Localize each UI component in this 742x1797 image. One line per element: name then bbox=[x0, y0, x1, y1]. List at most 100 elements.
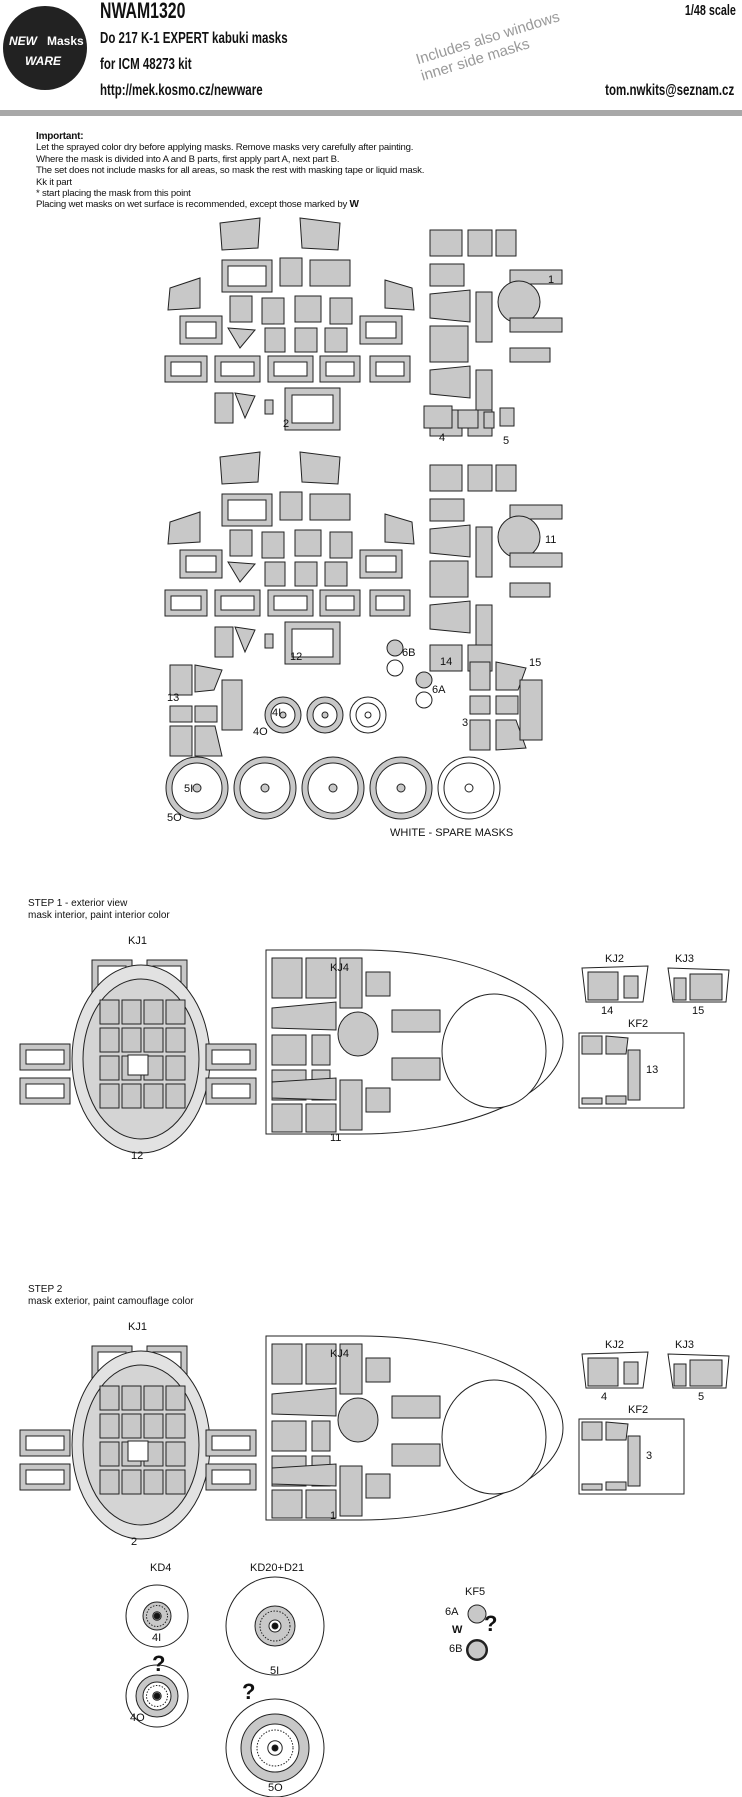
mask-frame bbox=[369, 589, 411, 617]
mask-frame bbox=[205, 1463, 257, 1491]
mask-piece bbox=[127, 1440, 149, 1462]
part-label: 15 bbox=[529, 657, 542, 669]
mask-piece bbox=[475, 604, 493, 646]
mask-piece bbox=[469, 695, 491, 715]
mask-piece bbox=[167, 277, 201, 311]
mask-piece bbox=[475, 369, 493, 411]
hub-spokes bbox=[146, 1685, 168, 1707]
mask-piece bbox=[121, 1083, 142, 1109]
mask-piece bbox=[339, 1079, 363, 1131]
mask-piece bbox=[234, 626, 256, 654]
newware-logo: NEW Masks WARE bbox=[3, 6, 87, 90]
mask-piece bbox=[219, 217, 261, 251]
mask-circle bbox=[271, 1744, 279, 1752]
part-label: 1 bbox=[548, 274, 555, 286]
mask-piece bbox=[605, 1095, 627, 1105]
mask-piece bbox=[309, 259, 351, 287]
mask-piece bbox=[264, 327, 286, 353]
mask-piece bbox=[227, 561, 257, 583]
mask-piece bbox=[99, 1083, 120, 1109]
mask-piece bbox=[294, 327, 318, 353]
instruction-line: The set does not include masks for all a… bbox=[36, 165, 425, 177]
mask-frame bbox=[267, 355, 314, 383]
mask-frame bbox=[19, 1463, 71, 1491]
step2-heading: STEP 2 mask exterior, paint camouflage c… bbox=[28, 1284, 194, 1308]
kj1-label: KJ1 bbox=[128, 1321, 147, 1333]
mask-piece bbox=[384, 513, 415, 545]
mask-circle bbox=[321, 711, 329, 719]
kf5-label: KF5 bbox=[465, 1586, 486, 1598]
mask-piece bbox=[457, 409, 479, 429]
product-title: Do 217 K-1 EXPERT kabuki masks bbox=[100, 30, 288, 47]
step-title: STEP 2 bbox=[28, 1284, 63, 1295]
mask-piece bbox=[311, 1034, 331, 1066]
mask-frame bbox=[164, 589, 208, 617]
mask-piece bbox=[429, 263, 465, 287]
kf2-label: KF2 bbox=[628, 1404, 649, 1416]
mask-piece bbox=[271, 1034, 307, 1066]
mask-piece bbox=[99, 1055, 120, 1081]
mask-outline bbox=[441, 993, 547, 1109]
mask-frame bbox=[359, 549, 403, 579]
mask-piece bbox=[423, 405, 453, 429]
part-label: 5O bbox=[268, 1782, 283, 1794]
mask-circle bbox=[415, 671, 433, 689]
mask-frame bbox=[319, 355, 361, 383]
mask-circle bbox=[386, 639, 404, 657]
mask-piece bbox=[143, 1413, 164, 1439]
mask-circle bbox=[328, 783, 338, 793]
mask-piece bbox=[294, 529, 322, 557]
mask-piece bbox=[229, 529, 253, 557]
mask-piece bbox=[271, 1387, 337, 1417]
spare-masks-note: WHITE - SPARE MASKS bbox=[390, 827, 514, 839]
mask-piece bbox=[271, 1343, 303, 1385]
part-label: 15 bbox=[692, 1005, 705, 1017]
website-link[interactable]: http://mek.kosmo.cz/newware bbox=[100, 82, 263, 99]
logo-text-masks: Masks bbox=[47, 34, 84, 48]
mask-piece bbox=[391, 1009, 441, 1033]
mask-piece bbox=[271, 1463, 337, 1487]
mask-piece bbox=[279, 257, 303, 287]
mask-piece bbox=[165, 1027, 186, 1053]
mask-piece bbox=[623, 1361, 639, 1385]
mask-piece bbox=[214, 626, 234, 658]
mask-piece bbox=[271, 1001, 337, 1031]
mask-piece bbox=[99, 1027, 120, 1053]
mask-piece bbox=[429, 560, 469, 598]
mask-piece bbox=[271, 1103, 303, 1133]
email-link[interactable]: tom.nwkits@seznam.cz bbox=[604, 82, 734, 99]
mask-outline bbox=[337, 1397, 379, 1443]
mask-piece bbox=[143, 1385, 164, 1411]
mask-piece bbox=[495, 719, 527, 751]
mask-piece bbox=[581, 1483, 603, 1491]
part-label: 11 bbox=[545, 534, 557, 546]
mask-piece bbox=[519, 679, 543, 741]
mask-piece bbox=[384, 279, 415, 311]
kj2-label: KJ2 bbox=[605, 953, 624, 965]
kj3-label: KJ3 bbox=[675, 953, 694, 965]
mask-piece bbox=[234, 392, 256, 420]
mask-piece bbox=[99, 999, 120, 1025]
mask-circle bbox=[497, 280, 541, 324]
mask-piece bbox=[143, 1469, 164, 1495]
mask-piece bbox=[469, 661, 491, 691]
mask-piece bbox=[623, 975, 639, 999]
mask-frame bbox=[205, 1429, 257, 1457]
mask-frame bbox=[284, 621, 341, 665]
mask-piece bbox=[467, 229, 493, 257]
mask-circle bbox=[466, 1639, 488, 1661]
part-label: 14 bbox=[601, 1005, 614, 1017]
mask-piece bbox=[495, 695, 519, 715]
question-mark: ? bbox=[242, 1679, 256, 1704]
mask-piece bbox=[581, 1421, 603, 1441]
part-label: 6B bbox=[449, 1643, 463, 1655]
mask-piece bbox=[365, 1087, 391, 1113]
mask-piece bbox=[605, 1481, 627, 1491]
mask-frame bbox=[19, 1043, 71, 1071]
mask-piece bbox=[467, 464, 493, 492]
mask-piece bbox=[429, 464, 463, 492]
mask-piece bbox=[305, 1343, 337, 1385]
part-label: 3 bbox=[646, 1450, 653, 1462]
mask-piece bbox=[673, 1363, 687, 1387]
